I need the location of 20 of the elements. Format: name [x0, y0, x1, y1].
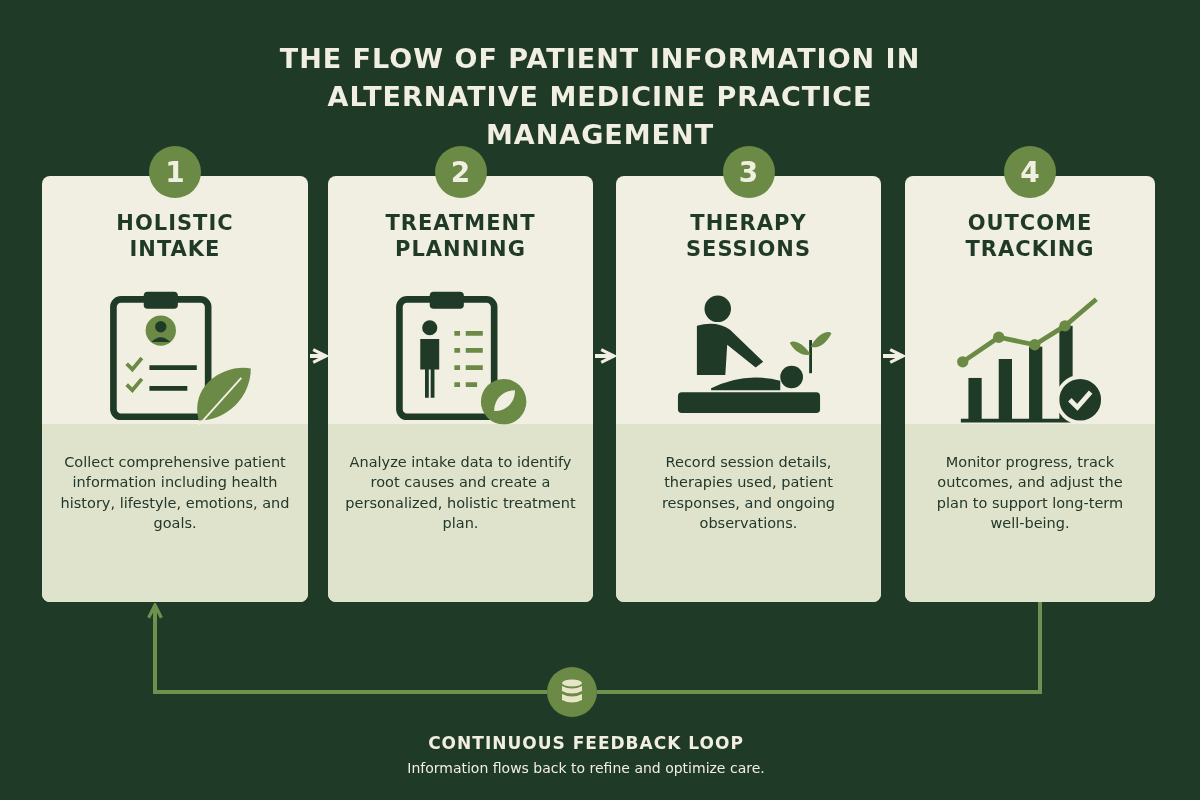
connector-line	[597, 602, 1042, 694]
step-description: Collect comprehensive patient information including health history, lifestyle, emotions, and goals.	[59, 453, 291, 533]
arrow	[310, 348, 328, 364]
step-number: 4	[1004, 146, 1056, 198]
loop-description: Information flows back to refine and optimize care.	[406, 760, 766, 776]
step-number: 1	[149, 146, 201, 198]
step-number: 2	[434, 146, 487, 198]
arrow	[147, 603, 547, 694]
step-description: Monitor progress, track outcomes, and adjust the plan to support long-term well-being.	[935, 453, 1125, 533]
database-node	[547, 667, 597, 717]
loop-heading: CONTINUOUS FEEDBACK LOOP	[427, 733, 745, 753]
step-heading: THERAPY SESSIONS	[684, 210, 813, 263]
step-description: Record session details, therapies used, patient responses, and ongoing observations.	[660, 453, 837, 533]
step-heading: HOLISTIC INTAKE	[115, 210, 235, 263]
arrow	[595, 348, 616, 364]
step-heading: OUTCOME TRACKING	[964, 210, 1096, 263]
arrow	[883, 348, 905, 364]
step-number: 3	[722, 146, 775, 198]
step-description: Analyze intake data to identify root causes and create a personalized, holistic treatment plan.	[344, 453, 577, 533]
step-heading: TREATMENT PLANNING	[384, 210, 537, 263]
